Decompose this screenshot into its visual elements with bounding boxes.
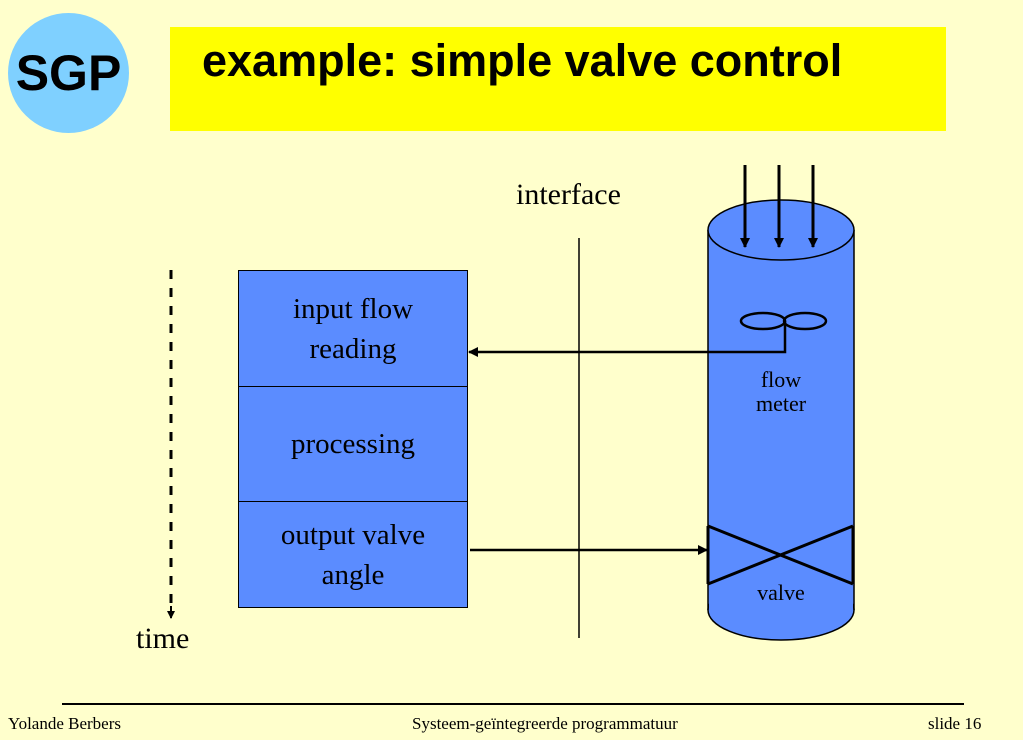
step-label: angle bbox=[321, 558, 385, 591]
flow-reading-arrow bbox=[468, 321, 787, 357]
footer-author: Yolande Berbers bbox=[8, 714, 122, 733]
footer-divider bbox=[62, 703, 964, 705]
valve-label: valve bbox=[757, 580, 805, 605]
valve-symbol bbox=[706, 524, 855, 586]
step-label: output valve bbox=[280, 518, 426, 551]
sgp-logo: SGP bbox=[8, 13, 129, 133]
step-label: processing bbox=[290, 428, 416, 460]
time-label: time bbox=[136, 622, 190, 655]
flow-meter-label-line: meter bbox=[755, 391, 807, 416]
title-bar: example: simple valve control bbox=[170, 27, 946, 131]
step-label: input flow bbox=[292, 292, 414, 325]
step-label: reading bbox=[309, 332, 397, 365]
flow-meter-label: flow meter bbox=[736, 368, 826, 416]
flow-meter-label-line: flow bbox=[760, 367, 802, 392]
footer-slide-number: slide 16 bbox=[928, 714, 982, 733]
step-output-valve-angle: output valve angle bbox=[238, 501, 468, 608]
step-input-flow-reading: input flow reading bbox=[238, 270, 468, 387]
interface-label: interface bbox=[516, 178, 621, 211]
footer-course: Systeem-geïntegreerde programmatuur bbox=[412, 714, 678, 733]
step-processing: processing bbox=[238, 386, 468, 502]
logo-text: SGP bbox=[15, 45, 122, 101]
slide-title: example: simple valve control bbox=[202, 35, 843, 86]
